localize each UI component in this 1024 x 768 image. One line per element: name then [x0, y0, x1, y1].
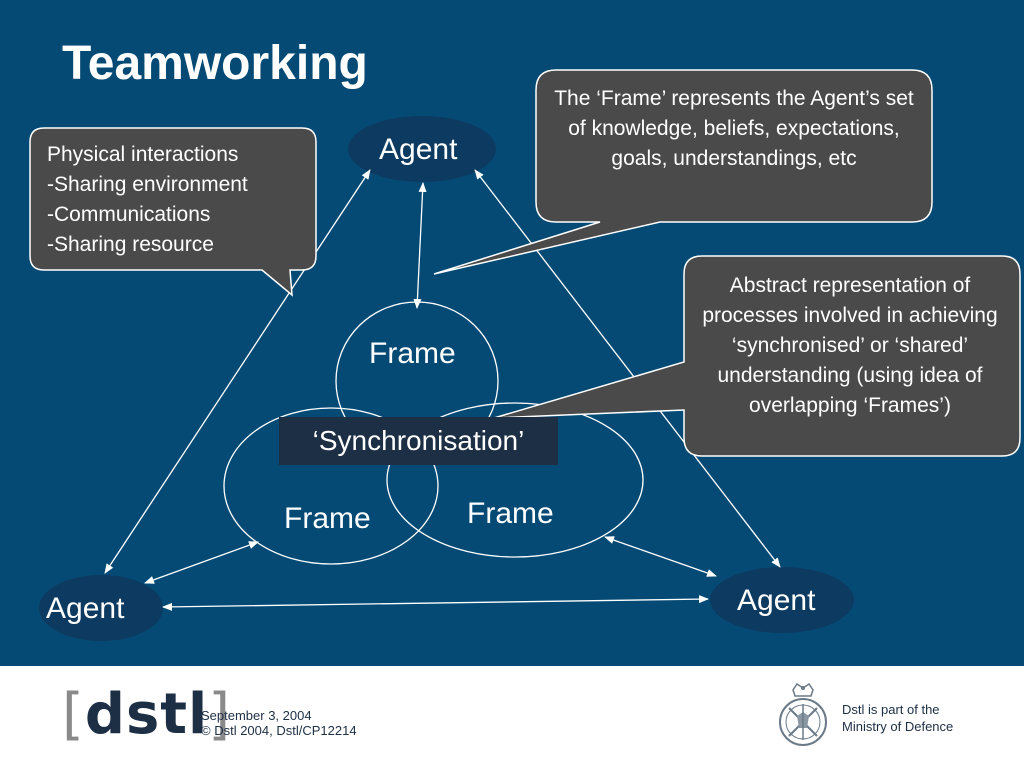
arrow-left-agent-to-frame	[144, 541, 259, 584]
callout-physical-line: -Communications	[47, 203, 211, 226]
agent-left-label: Agent	[46, 592, 125, 625]
callout-physical-line: Physical interactions	[47, 143, 239, 166]
arrow-top-agent-to-frame	[413, 182, 427, 309]
callout-physical-line: -Sharing resource	[47, 233, 214, 256]
arrow-left-to-right	[162, 595, 709, 611]
footer-mod-line2: Ministry of Defence	[842, 719, 954, 734]
footer-copyright: © Dstl 2004, Dstl/CP12214	[201, 723, 357, 738]
frame-right-label: Frame	[467, 497, 554, 530]
callout-physical-text: Physical interactions -Sharing environme…	[47, 140, 307, 260]
slide-title: Teamworking	[62, 37, 368, 90]
callout-abstract-bubble	[493, 255, 1021, 457]
synchronisation-label: ‘Synchronisation’	[279, 417, 558, 465]
footer-bar	[0, 666, 1024, 768]
agent-left-ellipse	[39, 575, 163, 641]
agent-right-ellipse	[710, 567, 854, 633]
frame-right-circle	[386, 402, 644, 558]
agent-top-ellipse	[348, 116, 496, 182]
footer-mod-text: Dstl is part of the Ministry of Defence	[842, 701, 953, 735]
agent-top-label: Agent	[379, 133, 458, 166]
footer-date-copyright: September 3, 2004 © Dstl 2004, Dstl/CP12…	[201, 708, 357, 738]
callout-physical-line: -Sharing environment	[47, 173, 248, 196]
footer-mod-line1: Dstl is part of the	[842, 702, 940, 717]
callout-frame-definition-text: The ‘Frame’ represents the Agent’s set o…	[554, 87, 914, 170]
callout-physical-bubble	[29, 127, 317, 297]
arrow-top-to-right	[474, 169, 781, 568]
callout-abstract-text: Abstract representation of processes inv…	[702, 274, 998, 417]
footer-date: September 3, 2004	[201, 708, 312, 723]
dstl-logo: [dstl]	[62, 682, 232, 747]
mod-crest-icon	[779, 682, 827, 746]
arrow-right-agent-to-frame	[604, 536, 717, 577]
frame-left-circle	[223, 407, 439, 565]
callout-frame-definition-bubble	[433, 69, 933, 275]
arrow-left-to-top	[104, 169, 371, 574]
agent-right-label: Agent	[737, 584, 816, 617]
teamworking-diagram	[29, 69, 1021, 641]
frame-top-label: Frame	[369, 337, 456, 370]
frame-left-label: Frame	[284, 502, 371, 535]
